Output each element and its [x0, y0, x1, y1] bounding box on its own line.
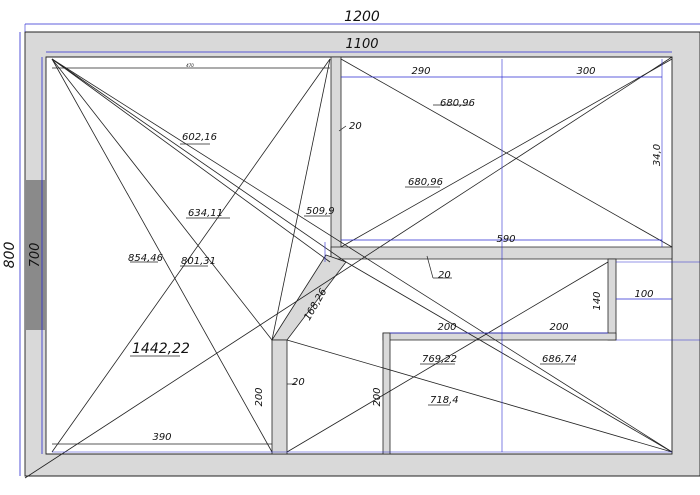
- label-tiny: 470: [186, 63, 194, 68]
- label-34-0: 34,0: [652, 144, 663, 166]
- label-509-9: 509,9: [306, 206, 335, 217]
- label-20-wall: 20: [349, 121, 362, 132]
- label-718-4: 718,4: [430, 395, 459, 406]
- label-inner-height: 700: [28, 243, 43, 268]
- label-602-16: 602,16: [182, 132, 217, 143]
- leader-lines: [130, 104, 575, 406]
- dimension-lines: [19, 23, 700, 476]
- label-300: 300: [576, 66, 595, 77]
- label-outer-width: 1200: [344, 9, 380, 25]
- label-20-bottom: 20: [292, 377, 305, 388]
- label-200-b: 200: [549, 322, 568, 333]
- label-140: 140: [592, 291, 603, 310]
- label-20-horizontal: 20: [438, 270, 451, 281]
- label-634-11: 634,11: [188, 208, 223, 219]
- label-769-22: 769,22: [422, 354, 457, 365]
- interior-walls: [271, 56, 673, 455]
- label-200-right: 200: [372, 387, 383, 406]
- label-290: 290: [411, 66, 430, 77]
- label-680-96-a: 680,96: [440, 98, 475, 109]
- diagonal-lines: [24, 56, 673, 479]
- label-680-96-b: 680,96: [408, 177, 443, 188]
- label-686-74: 686,74: [542, 354, 577, 365]
- label-390: 390: [152, 432, 171, 443]
- label-100: 100: [634, 289, 653, 300]
- label-200-left: 200: [254, 387, 265, 406]
- label-inner-width: 1100: [345, 37, 378, 52]
- label-1442-22: 1442,22: [132, 341, 190, 357]
- label-outer-height: 800: [2, 242, 18, 269]
- label-801-31: 801,31: [181, 256, 216, 267]
- dimension-labels: 1200 1100 800 700 470 290 300 680,96 680…: [2, 9, 663, 443]
- label-200-a: 200: [437, 322, 456, 333]
- label-590: 590: [496, 234, 515, 245]
- label-854-46: 854,46: [128, 253, 163, 264]
- left-wall-opening: [25, 180, 46, 330]
